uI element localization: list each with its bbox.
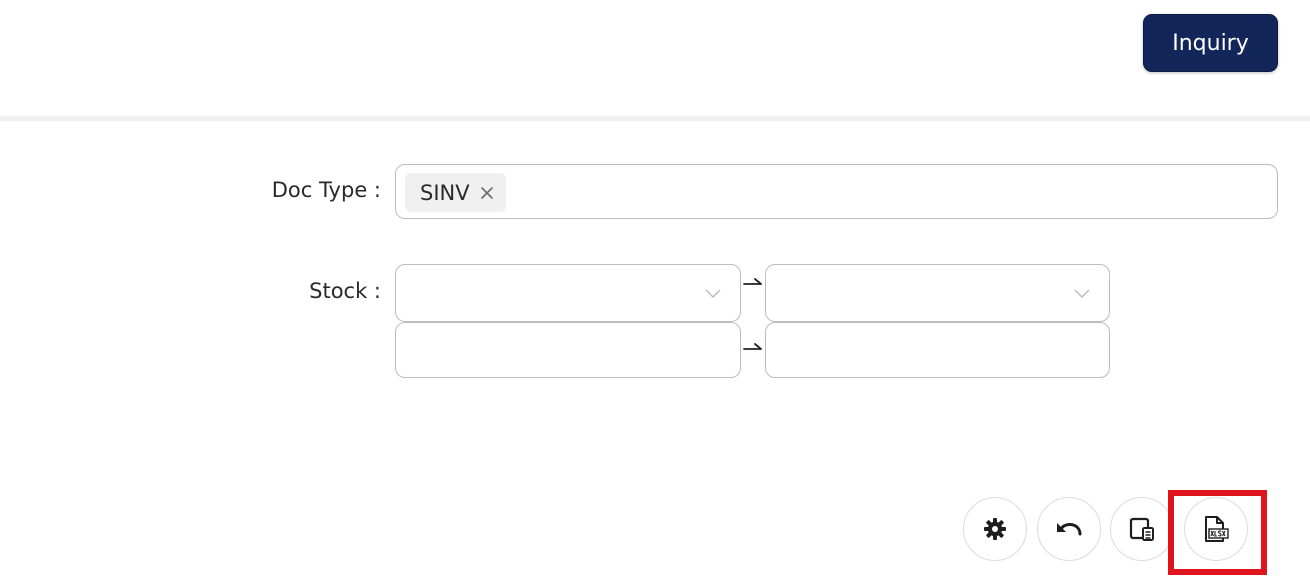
chevron-down-icon	[705, 289, 721, 299]
top-bar: Inquiry	[0, 0, 1310, 116]
doc-type-label: Doc Type :	[271, 178, 381, 202]
chevron-down-icon	[1074, 289, 1090, 299]
stock-to-input[interactable]	[766, 323, 1109, 377]
export-xlsx-button[interactable]	[1184, 497, 1248, 561]
close-icon[interactable]	[478, 184, 496, 202]
stock-label: Stock :	[309, 279, 381, 303]
stock-from-input[interactable]	[396, 323, 740, 377]
doc-type-multiselect[interactable]: SINV	[395, 164, 1278, 219]
gear-icon	[984, 518, 1006, 540]
range-arrow-icon	[743, 278, 762, 285]
doc-type-tag: SINV	[405, 173, 506, 212]
layout-icon	[1129, 517, 1154, 541]
doc-type-tag-label: SINV	[420, 180, 470, 205]
layout-toggle-button[interactable]	[1110, 497, 1174, 561]
range-arrow-icon	[743, 343, 762, 350]
stock-to-input-box	[765, 322, 1110, 378]
inquiry-button[interactable]: Inquiry	[1143, 14, 1278, 72]
header-divider	[0, 116, 1310, 121]
stock-to-select[interactable]	[765, 264, 1110, 322]
stock-from-input-box	[395, 322, 741, 378]
undo-button[interactable]	[1037, 497, 1101, 561]
stock-from-select[interactable]	[395, 264, 741, 322]
settings-button[interactable]	[963, 497, 1027, 561]
undo-icon	[1057, 523, 1082, 536]
xlsx-export-icon	[1205, 516, 1229, 542]
